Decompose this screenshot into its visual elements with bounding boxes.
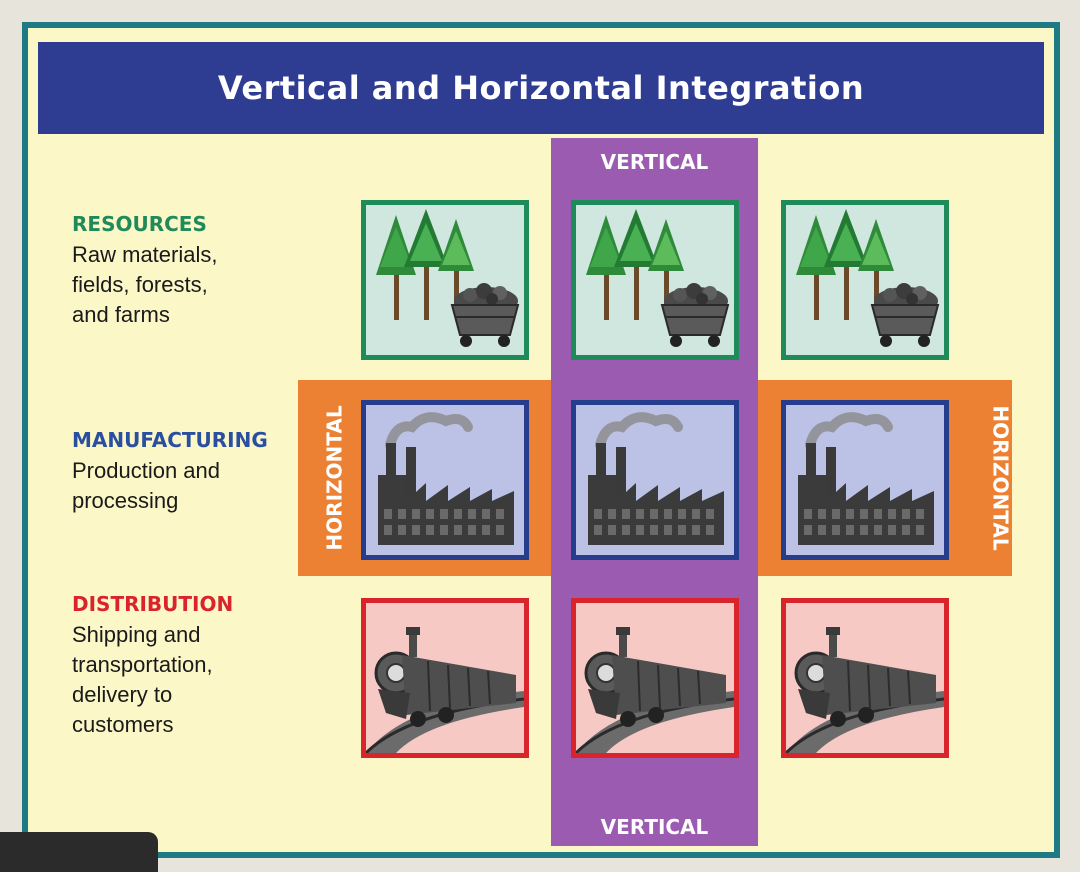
resources-cell [571, 200, 739, 360]
vertical-label-bottom: VERTICAL [600, 815, 709, 839]
description-line: Production and [72, 458, 220, 483]
description-line: fields, forests, [72, 272, 208, 297]
row-description: Raw materials, fields, forests, and farm… [72, 240, 302, 330]
diagram-title: Vertical and Horizontal Integration [217, 69, 865, 107]
page-tab-decoration [0, 832, 158, 872]
description-line: and farms [72, 302, 170, 327]
description-line: customers [72, 712, 174, 737]
factory-icon [366, 405, 524, 555]
factory-icon [786, 405, 944, 555]
horizontal-label-left: HORIZONTAL [322, 405, 347, 551]
steam-locomotive-icon [786, 625, 944, 753]
factory-icon [576, 405, 734, 555]
steam-locomotive-icon [366, 625, 524, 753]
manufacturing-cell [781, 400, 949, 560]
description-line: Raw materials, [72, 242, 218, 267]
row-label-distribution: DISTRIBUTION Shipping and transportation… [72, 592, 302, 740]
steam-locomotive-icon [576, 625, 734, 753]
distribution-cell [571, 598, 739, 758]
row-heading: DISTRIBUTION [72, 592, 234, 616]
row-label-manufacturing: MANUFACTURING Production and processing [72, 428, 302, 516]
manufacturing-cell [571, 400, 739, 560]
resources-cell [361, 200, 529, 360]
trees-and-ore-cart-icon [585, 208, 729, 348]
trees-and-ore-cart-icon [795, 208, 939, 348]
horizontal-label-right: HORIZONTAL [988, 405, 1013, 551]
trees-and-ore-cart-icon [375, 208, 519, 348]
manufacturing-cell [361, 400, 529, 560]
description-line: Shipping and [72, 622, 201, 647]
distribution-cell [361, 598, 529, 758]
vertical-label-top: VERTICAL [600, 150, 709, 174]
resources-cell [781, 200, 949, 360]
row-label-resources: RESOURCES Raw materials, fields, forests… [72, 212, 302, 330]
row-heading: RESOURCES [72, 212, 207, 236]
row-description: Shipping and transportation, delivery to… [72, 620, 302, 740]
description-line: processing [72, 488, 179, 513]
row-description: Production and processing [72, 456, 302, 516]
title-bar: Vertical and Horizontal Integration [38, 42, 1044, 134]
distribution-cell [781, 598, 949, 758]
description-line: transportation, [72, 652, 213, 677]
description-line: delivery to [72, 682, 173, 707]
row-heading: MANUFACTURING [72, 428, 268, 452]
